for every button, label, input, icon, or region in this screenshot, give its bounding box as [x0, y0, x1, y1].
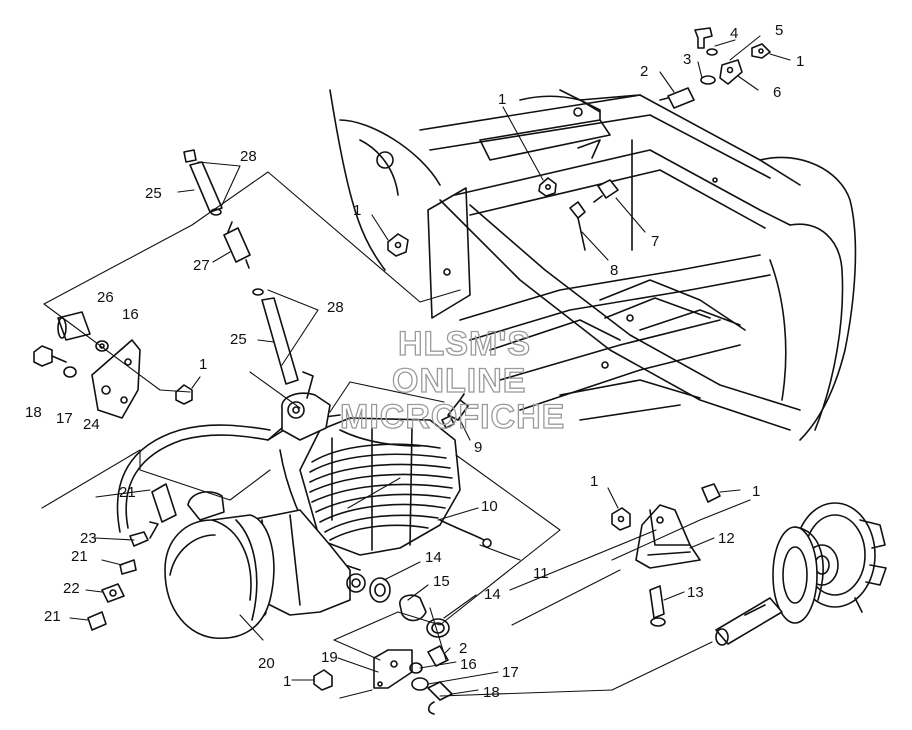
callout-27: 27: [193, 257, 210, 274]
callout-1: 1: [752, 483, 760, 500]
callout-16: 16: [122, 306, 139, 323]
callout-5: 5: [775, 22, 783, 39]
callout-7: 7: [651, 233, 659, 250]
callout-1: 1: [283, 673, 291, 690]
callout-11: 11: [533, 565, 549, 582]
callout-13: 13: [687, 584, 704, 601]
callout-24: 24: [83, 416, 100, 433]
callout-26: 26: [97, 289, 114, 306]
callout-3: 3: [683, 51, 691, 68]
callout-1: 1: [498, 91, 506, 108]
callout-1: 1: [796, 53, 804, 70]
callout-15: 15: [433, 573, 450, 590]
callout-17: 17: [56, 410, 73, 427]
callout-2: 2: [459, 640, 467, 657]
watermark-line-3: MICROFICHE: [340, 398, 565, 436]
watermark-line-2: ONLINE: [392, 362, 526, 400]
callout-28: 28: [240, 148, 257, 165]
recoil-starter: [164, 491, 275, 640]
callout-20: 20: [258, 655, 275, 672]
callout-21: 21: [71, 548, 88, 565]
callout-23: 23: [80, 530, 97, 547]
callout-22: 22: [63, 580, 80, 597]
callout-21: 21: [44, 608, 61, 625]
callout-4: 4: [730, 25, 738, 42]
cylinder-head: [299, 417, 461, 556]
callout-17: 17: [502, 664, 519, 681]
callout-25: 25: [145, 185, 162, 202]
callout-14: 14: [425, 549, 442, 566]
vehicle-frame: [329, 89, 857, 441]
clutch-assembly: [715, 502, 887, 646]
callout-9: 9: [474, 439, 482, 456]
callout-16: 16: [460, 656, 477, 673]
callout-12: 12: [718, 530, 735, 547]
callout-8: 8: [610, 262, 618, 279]
callout-10: 10: [481, 498, 498, 515]
callout-1: 1: [199, 356, 207, 373]
engine-mount-bracket: [635, 504, 701, 569]
callout-2: 2: [640, 63, 648, 80]
engine-assembly: [164, 371, 492, 640]
hardware-parts: [33, 27, 771, 715]
carburetor: [267, 371, 331, 441]
callout-25: 25: [230, 331, 247, 348]
spark-plug: [441, 393, 469, 429]
callout-18: 18: [25, 404, 42, 421]
callout-6: 6: [773, 84, 781, 101]
watermark: HLSM'S ONLINE MICROFICHE: [339, 324, 565, 436]
callout-28: 28: [327, 299, 344, 316]
leader-lines: [41, 35, 791, 699]
callout-19: 19: [321, 649, 338, 666]
callout-14: 14: [484, 586, 501, 603]
callout-1: 1: [353, 202, 361, 219]
watermark-line-1: HLSM'S: [398, 325, 531, 363]
callout-21: 21: [119, 484, 136, 501]
callout-18: 18: [483, 684, 500, 701]
callout-1: 1: [590, 473, 598, 490]
callout-labels: 1 2 3 4 5 6 1 7 8 1 28 25 27 26 16 28 25…: [25, 22, 804, 701]
